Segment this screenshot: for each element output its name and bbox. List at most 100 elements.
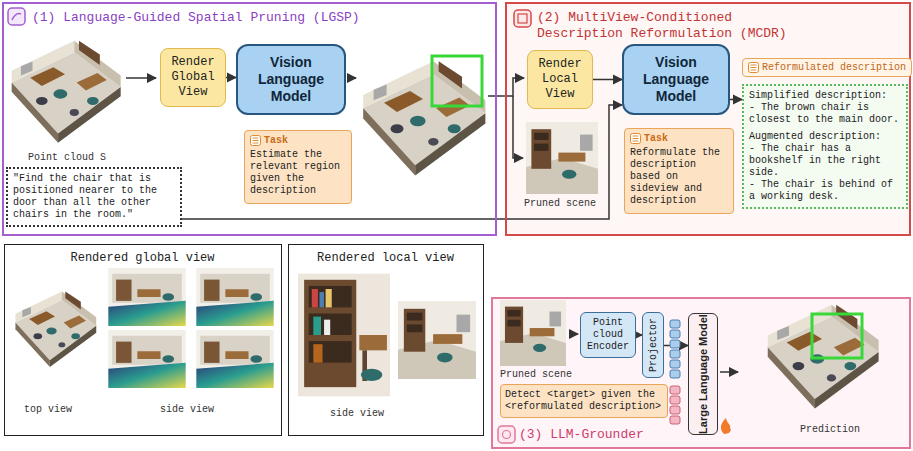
panel-title: Rendered global view: [5, 250, 280, 266]
text-token: [670, 406, 680, 414]
box-text: Render Local View: [531, 57, 589, 102]
output-label: Reformulated description: [742, 58, 912, 77]
stage-icon: [498, 426, 515, 443]
point-token: [670, 360, 680, 368]
box-text: - The chair is behind of a working desk.: [749, 179, 901, 203]
description-box: Simplified description:- The brown chair…: [742, 84, 908, 209]
box-text: - The brown chair is closest to the main…: [749, 102, 901, 126]
stage-icon: [8, 8, 25, 25]
panel-title: (3) LLM-Grounder: [519, 427, 819, 443]
text-token: [670, 396, 680, 404]
model-box: Vision Language Model: [622, 44, 730, 115]
point-token: [670, 330, 680, 338]
box-text: Point cloud Encoder: [584, 317, 632, 353]
image-caption: side view: [160, 404, 214, 416]
list-icon: [751, 69, 757, 70]
flow-arrow: [572, 333, 578, 335]
list-icon: [751, 67, 757, 68]
list-icon: [633, 141, 639, 142]
stage-icon: [503, 431, 511, 439]
prediction-image: [768, 305, 879, 409]
list-icon: [748, 62, 759, 73]
box-text: Detect <target> given the <reformulated …: [505, 389, 663, 413]
model-box: Vision Language Model: [236, 44, 346, 115]
top-view-image: [15, 291, 96, 367]
task-box: TaskEstimate the relevant region given t…: [244, 130, 352, 204]
flow-arrow: [126, 77, 156, 79]
image-caption: side view: [330, 408, 384, 420]
point-token: [670, 350, 680, 358]
image-caption: Pruned scene: [500, 369, 572, 381]
box-text: Vision Language Model: [244, 54, 338, 105]
task-box: TaskReformulate the description based on…: [624, 128, 734, 214]
text-token: [670, 416, 680, 424]
list-icon: [253, 140, 259, 141]
text-token: [670, 386, 680, 394]
side-view-image: [108, 268, 185, 326]
stage-icon: [12, 14, 21, 20]
trainable-icon: [721, 418, 731, 434]
view-panel: Rendered local view: [288, 244, 484, 436]
query-box: "Find the chair that is positioned neare…: [6, 167, 182, 227]
point-cloud-image: [12, 41, 121, 143]
task-box: Detect <target> given the <reformulated …: [500, 384, 668, 418]
list-icon: [633, 136, 639, 137]
flow-arrow: [348, 77, 356, 79]
stage-icon: [514, 10, 531, 27]
side-view-image: [108, 330, 185, 388]
box-text: Augmented description:: [749, 131, 901, 143]
region-box: [432, 56, 482, 106]
flow-arrow: [720, 371, 738, 373]
side-view-image: [196, 330, 273, 388]
render-box: Render Local View: [527, 50, 593, 109]
connector: [226, 77, 236, 79]
panel-title: (1) Language-Guided Spatial Pruning (LGS…: [32, 10, 492, 26]
list-icon: [250, 135, 261, 146]
connector: [182, 105, 622, 219]
box-text: Simplified description:: [749, 90, 901, 102]
prediction-box: [812, 314, 862, 358]
box-text: - The chair has a bookshelf in the right…: [749, 143, 901, 179]
connector: [593, 79, 622, 81]
pruned-output-image: [363, 61, 485, 175]
box-text: Reformulate the description based on sid…: [630, 147, 728, 207]
llm-box: Large Language Model: [688, 313, 718, 435]
point-token: [670, 370, 680, 378]
list-icon: [749, 62, 759, 72]
panel-ground: [505, 2, 911, 236]
list-icon: [253, 138, 259, 139]
list-icon: [630, 133, 641, 144]
image-caption: Point cloud S: [28, 152, 106, 164]
box-text: Reformulated description: [762, 62, 906, 73]
box-text: Task: [264, 135, 288, 146]
list-icon: [751, 64, 757, 65]
box-text: Vision Language Model: [630, 54, 722, 105]
connector: [730, 99, 742, 101]
list-icon: [253, 143, 259, 144]
stage-panel: (1) Language-Guided Spatial Pruning (LGS…: [2, 2, 497, 236]
box-text: Projector: [648, 318, 659, 372]
local-view-image: [298, 274, 390, 397]
box-text: Estimate the relevant region given the d…: [250, 149, 346, 197]
list-icon: [631, 134, 641, 144]
flow-arrow: [513, 96, 523, 158]
pruned-scene-image: [526, 122, 598, 194]
panel-title: (2) MultiView-Conditioned Description Re…: [537, 10, 799, 42]
box-text: Large Language Model: [697, 314, 709, 434]
image-caption: top view: [24, 404, 72, 416]
list-icon: [633, 138, 639, 139]
point-token: [670, 340, 680, 348]
pruned-scene-image: [500, 300, 566, 366]
panel-ground: [2, 2, 497, 236]
panel-ground: [491, 297, 911, 449]
encoder-box: Point cloud Encoder: [580, 312, 636, 358]
projector-box: Projector: [642, 312, 664, 378]
box-text: Render Global View: [164, 55, 222, 100]
point-token: [670, 320, 680, 328]
box-text: Task: [644, 133, 668, 144]
panel-title: Rendered local view: [289, 250, 482, 266]
render-box: Render Global View: [160, 48, 226, 107]
image-caption: Prediction: [800, 424, 860, 436]
local-view-image: [398, 301, 476, 379]
